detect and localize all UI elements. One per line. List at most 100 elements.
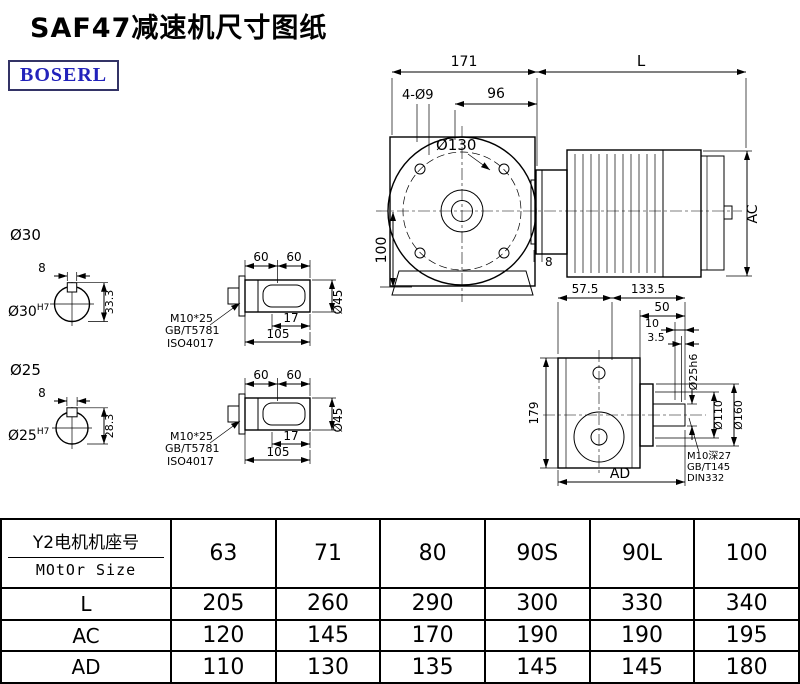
table-cell: 195: [693, 618, 800, 653]
dim-179: 179: [527, 402, 541, 425]
dim-60b: 60: [286, 368, 301, 382]
fan-cover: [700, 155, 725, 271]
standard-label-iso: ISO4017: [167, 337, 214, 350]
motor-size-header-cell: Y2电机机座号 MOtOr Size: [0, 517, 172, 590]
row-label-L: L: [0, 587, 172, 621]
table-cell: 110: [170, 650, 277, 684]
dim-60b: 60: [286, 250, 301, 264]
table-cell: 130: [274, 650, 382, 684]
table-row-AC: AC 120 145 170 190 190 195: [0, 618, 800, 653]
motor-body: [566, 149, 702, 278]
tap-spec-label: M10深27: [687, 450, 731, 462]
top-view-drawing: 171 L 96 4-Ø9 Ø130 100 AC 8: [374, 52, 761, 302]
bore-fit-label: Ø30H7: [8, 303, 49, 320]
table-row-L: L 205 260 290 300 330 340: [0, 587, 800, 621]
tap-standard-gb: GB/T145: [687, 462, 730, 473]
dim-57-5: 57.5: [572, 282, 599, 296]
fit-value: H7: [37, 427, 50, 437]
shaft-end-view-30: Ø30 8 33.3 Ø30H7: [8, 226, 116, 326]
dim-AC: AC: [745, 204, 761, 223]
table-cell: 340: [693, 587, 800, 621]
dim-133-5: 133.5: [631, 282, 665, 296]
input-shaft-dia-dim: Ø25h6: [687, 354, 700, 391]
washer: [238, 393, 246, 435]
dim-AD: AD: [610, 466, 630, 482]
shaft-dia-label: Ø25: [10, 361, 41, 379]
dim-10: 10: [645, 317, 659, 330]
fit-value: H7: [37, 303, 50, 313]
table-cell: 290: [379, 587, 486, 621]
dim-110: Ø110: [712, 400, 725, 430]
motor-adapter: [535, 169, 568, 255]
size-value: 90S: [483, 517, 591, 590]
keyway: [262, 284, 306, 308]
dim-17: 17: [283, 311, 298, 325]
bore-value: Ø25: [8, 428, 37, 444]
dim-160: Ø160: [732, 400, 745, 430]
keyway-width-dim: 8: [38, 261, 46, 275]
dim-100: 100: [374, 237, 390, 264]
table-cell: 120: [170, 618, 277, 653]
row-label-AD: AD: [0, 650, 172, 684]
dim-96: 96: [487, 86, 505, 102]
keyway-slot: [66, 407, 78, 418]
input-shaft: [652, 403, 686, 427]
table-cell: 145: [483, 650, 591, 684]
dim-L: L: [637, 52, 646, 70]
bore-value: Ø30: [8, 304, 37, 320]
washer: [238, 275, 246, 317]
size-value: 100: [693, 517, 800, 590]
dim-17: 17: [283, 429, 298, 443]
table-cell: 190: [483, 618, 591, 653]
shaft-side-view-lower: 60 60 17 105 Ø45 M10*25 GB/T5781 ISO4017: [165, 368, 345, 468]
bolt-spec-label: M10*25: [170, 312, 213, 325]
bolt-circle: [402, 151, 522, 271]
standard-label-iso: ISO4017: [167, 455, 214, 468]
dim-8: 8: [545, 255, 553, 269]
size-value: 63: [170, 517, 277, 590]
table-cell: 260: [274, 587, 382, 621]
bolt-head: [227, 405, 240, 423]
dim-60a: 60: [253, 368, 268, 382]
table-cell: 170: [379, 618, 486, 653]
keyway-width-dim: 8: [38, 386, 46, 400]
table-cell: 300: [483, 587, 591, 621]
size-value: 90L: [588, 517, 696, 590]
keyway-slot: [66, 282, 78, 293]
flange-dia-callout: Ø130: [436, 136, 476, 154]
keyway: [262, 402, 306, 426]
table-cell: 205: [170, 587, 277, 621]
motor-size-header-en: MOtOr Size: [35, 561, 137, 580]
table-cell: 145: [588, 650, 696, 684]
table-header-row: Y2电机机座号 MOtOr Size 63 71 80 90S 90L 100: [0, 517, 800, 590]
side-view-drawing: 57.5 133.5 50 10 3.5 179 Ø25h6 Ø110 Ø160: [527, 282, 745, 486]
size-value: 80: [379, 517, 486, 590]
shaft-dia-label: Ø30: [10, 226, 41, 244]
output-bore: [451, 200, 473, 222]
keyway-height-dim: 33.3: [103, 290, 116, 315]
hole-callout-4xd9: 4-Ø9: [402, 88, 433, 103]
keyway-height-dim: 28.3: [103, 414, 116, 439]
shaft-od-dim: Ø45: [331, 408, 345, 433]
table-row-AD: AD 110 130 135 145 145 180: [0, 650, 800, 684]
shaft-od-dim: Ø45: [331, 290, 345, 315]
shaft-side-view-upper: 60 60 17 105 Ø45 M10*25 GB/T5781 ISO4017: [165, 250, 345, 350]
standard-label-gb: GB/T5781: [165, 324, 220, 337]
standard-label-gb: GB/T5781: [165, 442, 220, 455]
brand-logo: BOSERL: [8, 60, 120, 91]
row-label-AC: AC: [0, 618, 172, 653]
dim-105: 105: [267, 445, 290, 459]
table-cell: 190: [588, 618, 696, 653]
dim-60a: 60: [253, 250, 268, 264]
shaft-end-view-25: Ø25 8 28.3 Ø25H7: [8, 361, 116, 449]
table-cell: 180: [693, 650, 800, 684]
dim-171: 171: [451, 54, 478, 70]
dim-50: 50: [654, 300, 669, 314]
dim-3-5: 3.5: [647, 331, 665, 344]
dimension-table: Y2电机机座号 MOtOr Size 63 71 80 90S 90L 100 …: [0, 517, 800, 684]
tap-standard-din: DIN332: [687, 473, 724, 484]
bolt-head: [227, 287, 240, 305]
table-cell: 330: [588, 587, 696, 621]
technical-drawing: 171 L 96 4-Ø9 Ø130 100 AC 8 Ø30 8: [8, 52, 761, 486]
dim-105: 105: [267, 327, 290, 341]
